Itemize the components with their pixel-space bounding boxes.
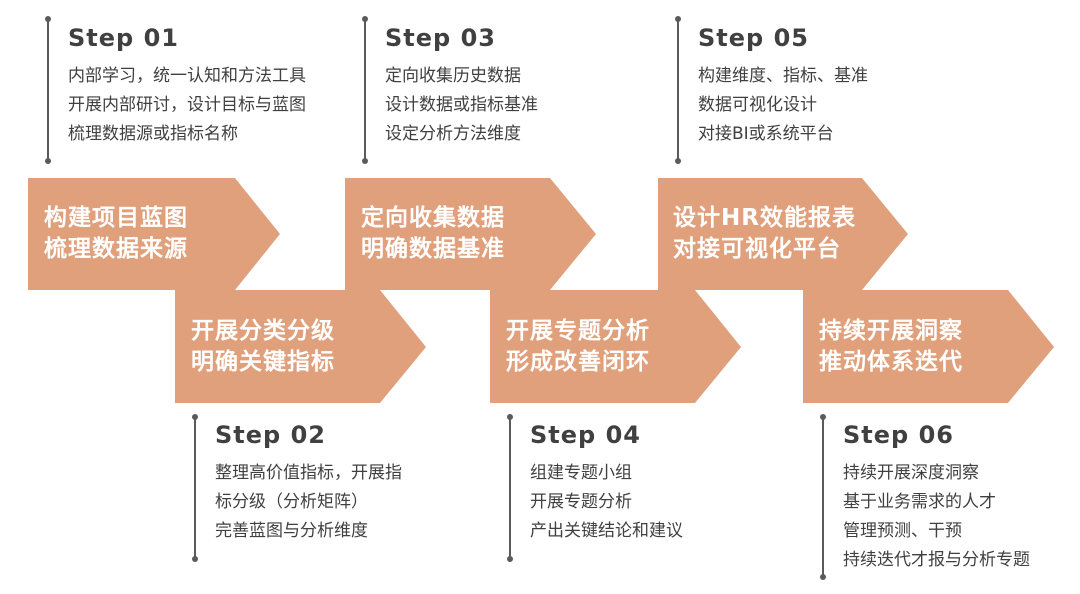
step-05-lines: 构建维度、指标、基准 数据可视化设计 对接BI或系统平台 (698, 62, 868, 149)
step-02-line-1: 整理高价值指标，开展指 (215, 463, 402, 483)
step-4-connector (509, 418, 511, 560)
step-03-title: Step 03 (385, 24, 496, 52)
step-06-title: Step 06 (843, 421, 954, 449)
shape-1-arrow (28, 178, 280, 290)
step-04-lines: 组建专题小组 开展专题分析 产出关键结论和建议 (530, 459, 683, 546)
shape-5-line2: 对接可视化平台 (673, 236, 841, 262)
step-03-line-3: 设定分析方法维度 (385, 124, 521, 144)
shape-2-line2: 明确关键指标 (191, 349, 335, 375)
shape-4-line2: 形成改善闭环 (506, 349, 650, 375)
step-05-line-1: 构建维度、指标、基准 (698, 66, 868, 86)
step-06-line-4: 持续迭代才报与分析专题 (843, 550, 1030, 570)
shape-3-arrow (345, 178, 596, 290)
step-01-line-2: 开展内部研讨，设计目标与蓝图 (68, 95, 306, 115)
step-04: Step 04 组建专题小组 开展专题分析 产出关键结论和建议 (530, 421, 683, 546)
step-04-title: Step 04 (530, 421, 641, 449)
shape-4-arrow (490, 290, 741, 403)
step-04-line-2: 开展专题分析 (530, 492, 632, 512)
shape-5-line1: 设计HR效能报表 (673, 205, 856, 231)
step-06: Step 06 持续开展深度洞察 基于业务需求的人才 管理预测、干预 持续迭代才… (843, 421, 1030, 575)
shape-5-arrow (658, 178, 908, 290)
step-2-dot-top (192, 414, 198, 420)
shape-6-line1: 持续开展洞察 (819, 318, 963, 344)
step-05: Step 05 构建维度、指标、基准 数据可视化设计 对接BI或系统平台 (698, 24, 868, 149)
step-03-lines: 定向收集历史数据 设计数据或指标基准 设定分析方法维度 (385, 62, 538, 149)
step-3-connector (364, 20, 366, 162)
step-05-line-2: 数据可视化设计 (698, 95, 817, 115)
step-01-lines: 内部学习，统一认知和方法工具 开展内部研讨，设计目标与蓝图 梳理数据源或指标名称 (68, 62, 306, 149)
step-01-title: Step 01 (68, 24, 179, 52)
step-3-dot-top (362, 16, 368, 22)
step-6-dot-top (820, 414, 826, 420)
shape-2-arrow (175, 290, 426, 403)
step-06-line-2: 基于业务需求的人才 (843, 492, 996, 512)
step-03-line-1: 定向收集历史数据 (385, 66, 521, 86)
shape-2-line1: 开展分类分级 (191, 318, 335, 344)
step-04-line-1: 组建专题小组 (530, 463, 632, 483)
step-05-line-3: 对接BI或系统平台 (698, 124, 834, 144)
step-05-title: Step 05 (698, 24, 809, 52)
shape-1-line1: 构建项目蓝图 (44, 205, 188, 231)
step-01-line-3: 梳理数据源或指标名称 (68, 124, 238, 144)
shape-3-line1: 定向收集数据 (361, 205, 505, 231)
shape-6-arrow (803, 290, 1054, 403)
step-02-line-3: 完善蓝图与分析维度 (215, 521, 368, 541)
shape-6-label: 持续开展洞察 推动体系迭代 (819, 316, 963, 378)
shape-3-line2: 明确数据基准 (361, 236, 505, 262)
shape-3-label: 定向收集数据 明确数据基准 (361, 203, 505, 265)
step-6-connector (822, 418, 824, 578)
step-2-dot-bottom (192, 556, 198, 562)
step-03-line-2: 设计数据或指标基准 (385, 95, 538, 115)
step-5-connector (677, 20, 679, 162)
step-4-dot-bottom (507, 556, 513, 562)
shape-4-line1: 开展专题分析 (506, 318, 650, 344)
step-5-dot-top (675, 16, 681, 22)
step-04-line-3: 产出关键结论和建议 (530, 521, 683, 541)
step-1-dot-top (45, 16, 51, 22)
step-02: Step 02 整理高价值指标，开展指 标分级（分析矩阵） 完善蓝图与分析维度 (215, 421, 402, 546)
step-5-dot-bottom (675, 158, 681, 164)
step-06-line-1: 持续开展深度洞察 (843, 463, 979, 483)
step-6-dot-bottom (820, 574, 826, 580)
step-02-lines: 整理高价值指标，开展指 标分级（分析矩阵） 完善蓝图与分析维度 (215, 459, 402, 546)
shape-5-label: 设计HR效能报表 对接可视化平台 (673, 203, 856, 265)
shape-2-label: 开展分类分级 明确关键指标 (191, 316, 335, 378)
step-4-dot-top (507, 414, 513, 420)
step-2-connector (194, 418, 196, 560)
step-06-lines: 持续开展深度洞察 基于业务需求的人才 管理预测、干预 持续迭代才报与分析专题 (843, 459, 1030, 575)
step-01-line-1: 内部学习，统一认知和方法工具 (68, 66, 306, 86)
shape-6-line2: 推动体系迭代 (819, 349, 963, 375)
step-02-line-2: 标分级（分析矩阵） (215, 492, 368, 512)
step-02-title: Step 02 (215, 421, 326, 449)
step-03: Step 03 定向收集历史数据 设计数据或指标基准 设定分析方法维度 (385, 24, 538, 149)
shape-1-line2: 梳理数据来源 (44, 236, 188, 262)
step-01: Step 01 内部学习，统一认知和方法工具 开展内部研讨，设计目标与蓝图 梳理… (68, 24, 306, 149)
step-3-dot-bottom (362, 158, 368, 164)
shape-1-label: 构建项目蓝图 梳理数据来源 (44, 203, 188, 265)
shape-4-label: 开展专题分析 形成改善闭环 (506, 316, 650, 378)
step-06-line-3: 管理预测、干预 (843, 521, 962, 541)
step-1-connector (47, 20, 49, 162)
step-1-dot-bottom (45, 158, 51, 164)
